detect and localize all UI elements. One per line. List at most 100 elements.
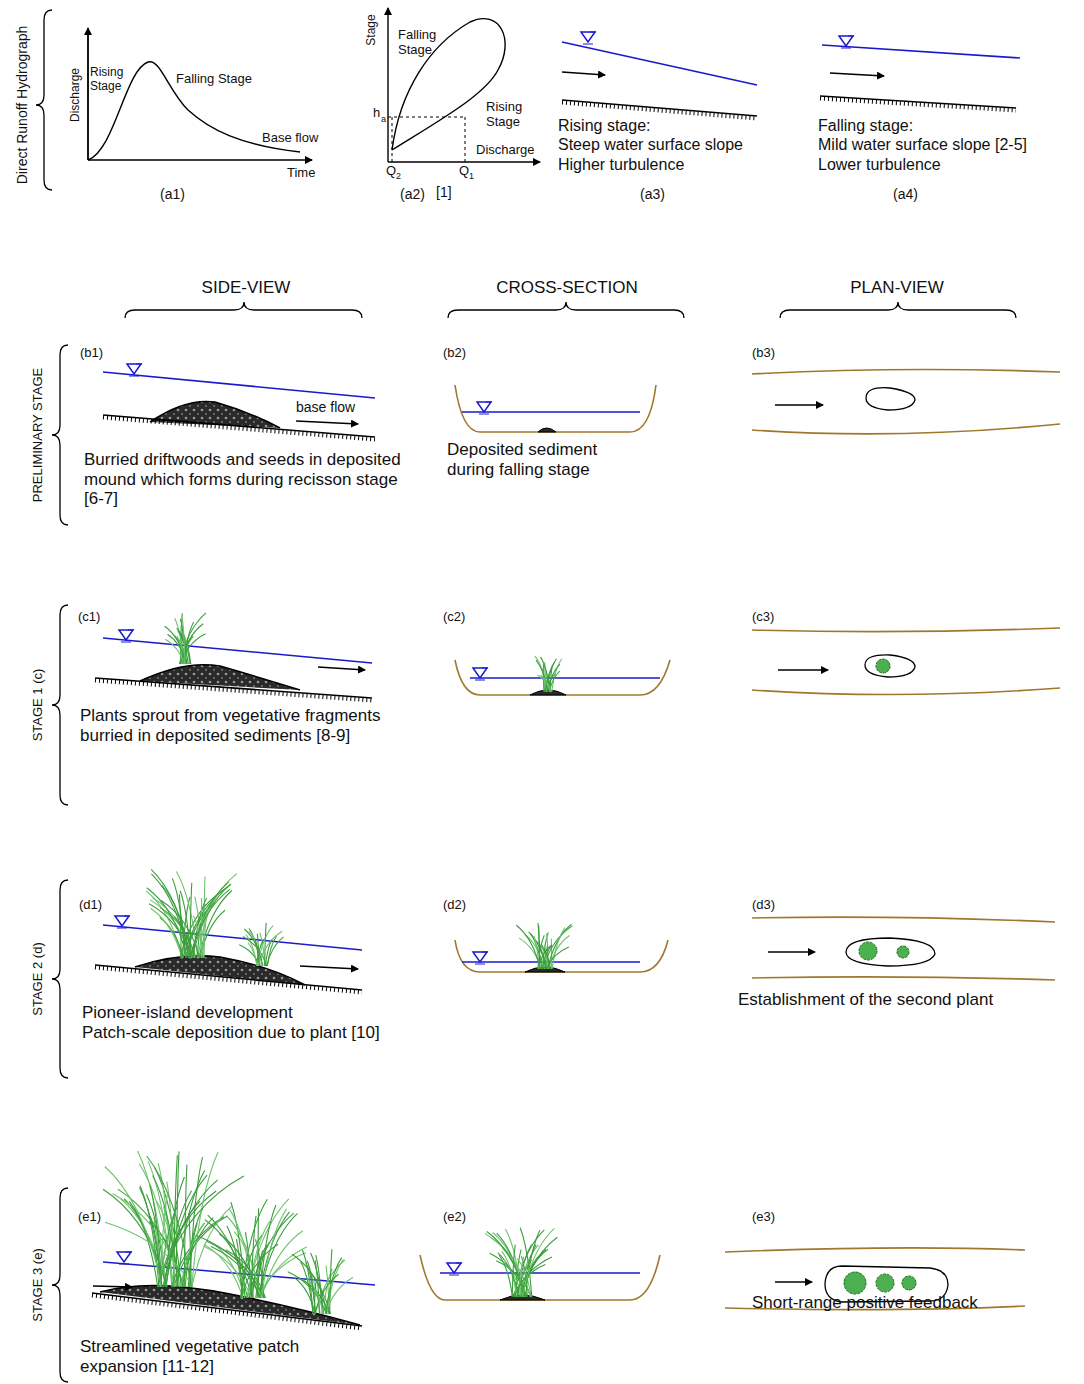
grass-blade [487,1232,526,1298]
grass-blade [267,937,284,966]
side-views [92,364,375,1329]
grass-blade [244,929,263,966]
grass-blade [542,946,551,969]
grass-blade [519,1257,524,1297]
grass-blade [307,1261,315,1314]
label: base flow [296,399,355,415]
label: 2 [396,171,401,181]
grass-blade [163,1201,200,1287]
label: Plants sprout from vegetative fragments … [80,706,420,745]
label: Mild water surface slope [2-5] [818,136,1027,154]
grass-blade [184,1165,187,1287]
stage-label: Discharge [69,68,83,122]
label: (c3) [752,610,774,625]
label: Falling stage: [818,117,913,135]
grass-blade [191,874,237,958]
label: (c1) [78,610,100,625]
label: Higher turbulence [558,156,684,174]
label: Lower turbulence [818,156,941,174]
grass-blade [325,1278,353,1314]
label: Base flow [262,131,318,146]
braces [36,10,1016,1382]
grass-blade [248,943,257,966]
label: Deposited sediment during falling stage [447,440,647,479]
grass-blade [161,901,200,959]
grass-blade [160,1222,174,1287]
label: Pioneer-island development [82,1003,293,1023]
grass-blade [150,1185,162,1287]
grass-blade [124,1199,162,1287]
hydrograph [88,8,540,162]
grass-blade [516,925,540,969]
label: Rising stage: [558,117,651,135]
grass-blade [251,1216,256,1298]
stage-label: Direct Runoff Hydrograph [14,26,30,184]
grass-blade [549,671,560,692]
label: (b1) [80,346,103,361]
grass-blade [512,1245,515,1297]
grass-blade [201,898,202,958]
label: Steep water surface slope [558,136,743,154]
label: h [373,106,380,121]
label: Q [459,164,469,179]
label: Rising Stage [486,100,536,130]
grass-blade [326,1258,342,1314]
label: (c2) [443,610,465,625]
grass-blade [204,1244,243,1298]
label: Q [386,164,396,179]
label: (d2) [443,898,466,913]
label: (e1) [78,1210,101,1225]
grass-blade [180,613,207,664]
stage-label: Stage [365,14,379,45]
grass-blade [153,1176,179,1288]
label: (d1) [79,898,102,913]
grass-blade [165,639,184,664]
label: Falling Stage [176,72,252,87]
grass-blade [526,1230,540,1297]
plan-views [725,369,1060,1309]
grass-blade [190,889,230,958]
grass-blade [186,902,215,958]
grass-blade [552,928,565,969]
label: PLAN-VIEW [850,278,944,298]
grass-blade [266,940,273,967]
grass-blade [151,869,190,958]
grass-blade [138,1151,166,1287]
grass-blade [192,884,231,958]
grass-blade [301,1262,313,1314]
label: (a4) [893,186,918,202]
grass-blade [537,675,550,692]
label: SIDE-VIEW [202,278,291,298]
grass-blade [226,1250,266,1298]
label: Discharge [476,143,535,158]
grass-blade [514,1257,552,1297]
grass-blade [260,1247,307,1298]
grass-blade [182,617,185,664]
grass-blade [103,1189,167,1287]
label: (d3) [752,898,775,913]
label: (a2) [400,186,425,202]
grass-blade [190,1157,203,1287]
label: Time [287,166,315,181]
label: (a3) [640,186,665,202]
grass-blade [498,1253,519,1297]
grass-blade [546,947,569,969]
label: (a1) [160,186,185,202]
label: [1] [436,184,452,200]
label: 1 [469,171,474,181]
label: Patch-scale deposition due to plant [10] [82,1023,380,1043]
grass-blade [105,1167,162,1288]
label: (b3) [752,346,775,361]
stage-label: PRELIMINARY STAGE [31,368,46,502]
grass-blade [192,1152,218,1287]
grass-blade [241,1244,278,1298]
label: Short-range positive feedback [752,1293,978,1313]
label: Falling Stage [398,28,448,58]
label: CROSS-SECTION [496,278,638,298]
grass-blade [543,926,573,969]
slope-sketches [562,32,1020,119]
cross-sections [420,385,670,1300]
stage-label: STAGE 3 (e) [31,1248,46,1321]
stage-label: STAGE 1 (c) [31,669,46,742]
